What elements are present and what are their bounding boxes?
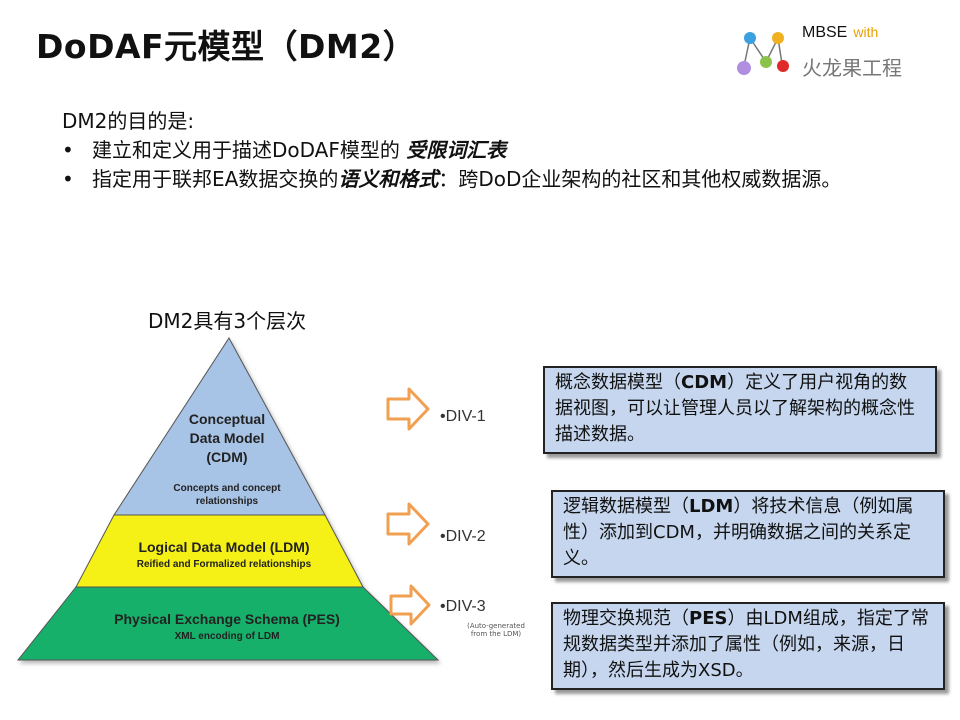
intro-bullet-1: •建立和定义用于描述DoDAF模型的 受限词汇表 [62, 136, 922, 165]
div2-label: •DIV-2 [440, 528, 486, 545]
div3-label: •DIV-3 [440, 598, 486, 615]
ldm-description-box: 逻辑数据模型（LDM）将技术信息（例如属性）添加到CDM，并明确数据之间的关系定… [551, 490, 945, 578]
arrow-icon-div1 [386, 387, 430, 431]
intro-lead: DM2的目的是: [62, 109, 195, 133]
bullet-marker: • [62, 138, 74, 162]
intro-text: DM2的目的是: •建立和定义用于描述DoDAF模型的 受限词汇表 •指定用于联… [62, 107, 922, 194]
cdm-line3: (CDM) [206, 449, 247, 465]
ldm-label: Logical Data Model (LDM) [138, 539, 309, 555]
logo-graph-icon [737, 32, 789, 75]
emphasis-text: 受限词汇表 [406, 138, 507, 162]
div1-label: •DIV-1 [440, 408, 486, 425]
cdm-description-box: 概念数据模型（CDM）定义了用户视角的数据视图，可以让管理人员以了解架构的概念性… [543, 366, 937, 454]
cdm-line1: Conceptual [189, 411, 265, 427]
pyramid-title: DM2具有3个层次 [148, 309, 307, 333]
pes-sub: XML encoding of LDM [175, 631, 280, 642]
cdm-sub1: Concepts and concept [173, 483, 281, 494]
intro-bullets: •建立和定义用于描述DoDAF模型的 受限词汇表 •指定用于联邦EA数据交换的语… [62, 136, 922, 194]
emphasis-text: 语义和格式 [338, 167, 439, 191]
arrow-icon-div2 [386, 502, 430, 546]
pes-description-box: 物理交换规范（PES）由LDM组成，指定了常规数据类型并添加了属性（例如，来源，… [551, 602, 945, 690]
cdm-sub2: relationships [196, 496, 259, 507]
intro-bullet-2: •指定用于联邦EA数据交换的语义和格式：跨DoD企业架构的社区和其他权威数据源。 [62, 165, 922, 194]
page-title: DoDAF元模型（DM2） [36, 27, 417, 66]
cdm-line2: Data Model [190, 430, 265, 446]
arrow-icon-div3 [389, 584, 431, 626]
pyramid-layer-top [113, 337, 326, 516]
pes-label: Physical Exchange Schema (PES) [114, 611, 340, 627]
ldm-sub: Reified and Formalized relationships [137, 559, 312, 570]
logo-text-bottom: 火龙果工程 [802, 56, 902, 80]
bullet-marker: • [62, 167, 74, 191]
